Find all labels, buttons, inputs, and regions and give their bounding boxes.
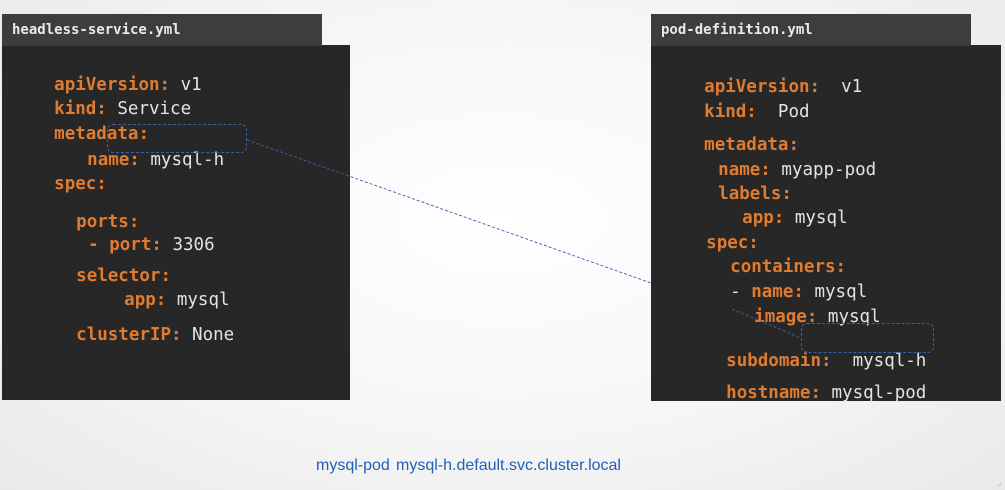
code-line: spec: xyxy=(54,174,107,194)
code-line: containers: xyxy=(730,257,847,277)
code-line: app: mysql xyxy=(124,290,230,310)
service-name-highlight xyxy=(107,124,247,153)
code-line: apiVersion: v1 xyxy=(54,75,202,95)
code-line: app: mysql xyxy=(742,208,848,228)
code-line: metadata: xyxy=(54,124,149,144)
pod-definition-tab[interactable]: pod-definition.yml xyxy=(651,14,971,46)
code-line: kind: Pod xyxy=(704,102,810,122)
code-line: subdomain: mysql-h xyxy=(726,351,927,371)
code-line: ports: xyxy=(76,212,140,232)
code-line: selector: xyxy=(76,266,171,286)
code-line: kind: Service xyxy=(54,99,192,119)
slide-marker-icon: ◞ xyxy=(997,477,1001,488)
headless-service-tab[interactable]: headless-service.yml xyxy=(2,14,322,46)
code-line: - port: 3306 xyxy=(88,235,215,255)
code-line: hostname: mysql-pod xyxy=(726,383,927,403)
code-line: name: mysql-h xyxy=(87,150,225,170)
fqdn-pod-part: mysql-pod xyxy=(316,457,390,474)
fqdn-domain-part: mysql-h.default.svc.cluster.local xyxy=(396,457,621,474)
code-line: - name: mysql xyxy=(730,282,868,302)
code-line: clusterIP: None xyxy=(76,325,235,345)
code-line: metadata: xyxy=(704,135,799,155)
code-line: apiVersion: v1 xyxy=(704,77,863,97)
code-line: spec: xyxy=(706,233,759,253)
subdomain-highlight xyxy=(801,323,934,353)
code-line: name: myapp-pod xyxy=(718,160,877,180)
code-line: labels: xyxy=(718,184,792,204)
pod-fqdn: mysql-pod mysql-h.default.svc.cluster.loc… xyxy=(316,457,621,475)
pod-definition-code-block xyxy=(651,45,1001,401)
